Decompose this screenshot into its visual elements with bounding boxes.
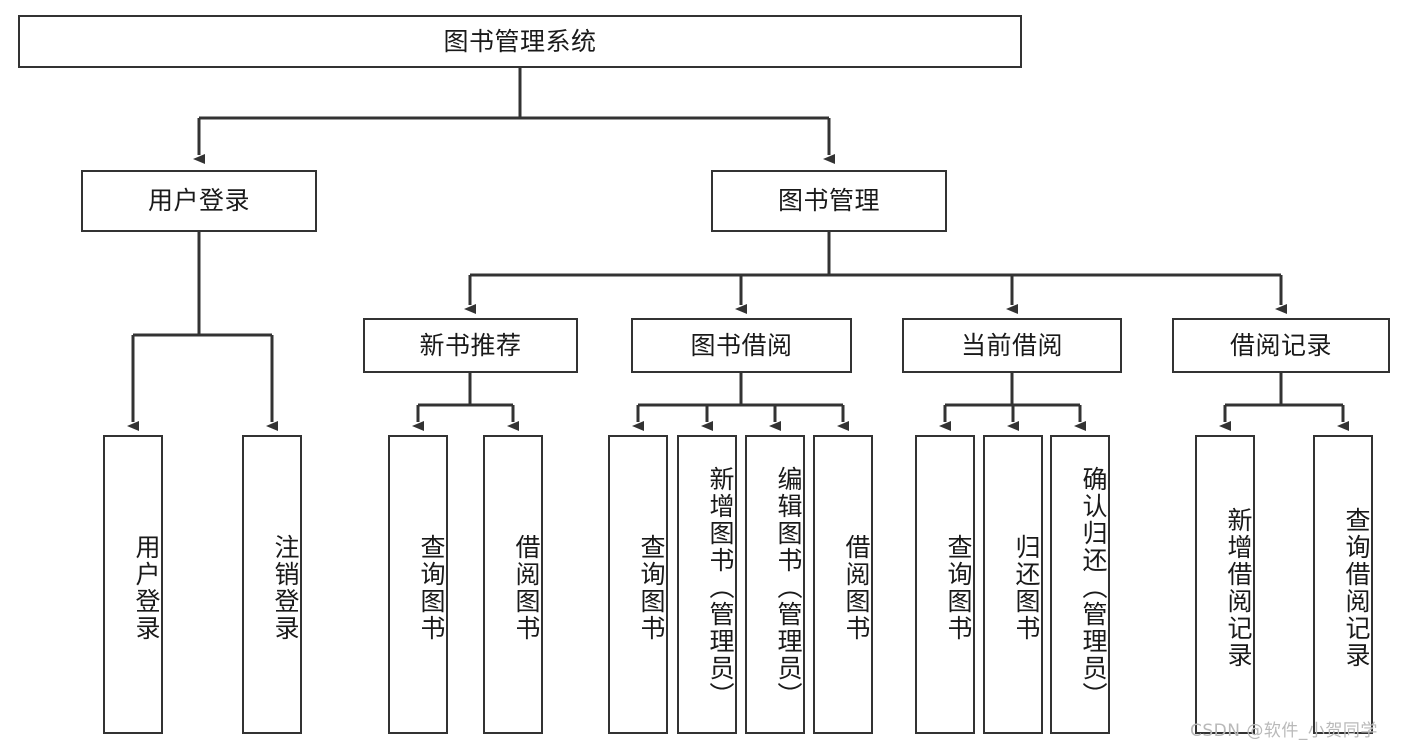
node-leaf-confirm-return[interactable]: 确认归还（管理员）: [1050, 435, 1110, 734]
node-leaf-add-book[interactable]: 新增图书（管理员）: [677, 435, 737, 734]
node-label: 新增借阅记录: [1224, 506, 1253, 669]
csdn-watermark: CSDN @软件_小贺同学: [1190, 721, 1378, 741]
node-label: 用户登录: [147, 186, 250, 216]
node-label: 确认归还（管理员）: [1079, 466, 1108, 709]
node-leaf-return-book[interactable]: 归还图书: [983, 435, 1043, 734]
node-label: 借阅图书: [512, 533, 541, 642]
node-leaf-query-book-rec[interactable]: 查询图书: [388, 435, 448, 734]
node-label: 查询图书: [417, 533, 446, 642]
node-leaf-query-book-cb[interactable]: 查询图书: [915, 435, 975, 734]
node-label: 用户登录: [132, 533, 161, 642]
node-leaf-query-record[interactable]: 查询借阅记录: [1313, 435, 1373, 734]
node-label: 新增图书（管理员）: [706, 466, 735, 709]
node-label: 借阅记录: [1229, 330, 1332, 360]
node-leaf-edit-book[interactable]: 编辑图书（管理员）: [745, 435, 805, 734]
node-leaf-borrow-book-rec[interactable]: 借阅图书: [483, 435, 543, 734]
node-label: 图书管理系统: [443, 26, 597, 56]
node-root[interactable]: 图书管理系统: [18, 15, 1022, 68]
node-label: 新书推荐: [419, 330, 522, 360]
node-label: 当前借阅: [960, 330, 1063, 360]
node-leaf-borrow-book-br[interactable]: 借阅图书: [813, 435, 873, 734]
node-leaf-user-login[interactable]: 用户登录: [103, 435, 163, 734]
node-leaf-user-logout[interactable]: 注销登录: [242, 435, 302, 734]
node-label: 图书管理: [777, 186, 880, 216]
node-borrow-record[interactable]: 借阅记录: [1172, 318, 1390, 373]
node-label: 借阅图书: [842, 533, 871, 642]
node-label: 注销登录: [271, 533, 300, 642]
node-label: 归还图书: [1012, 533, 1041, 642]
node-label: 编辑图书（管理员）: [774, 466, 803, 709]
node-current-borrow[interactable]: 当前借阅: [902, 318, 1122, 373]
node-user-login[interactable]: 用户登录: [81, 170, 317, 232]
node-book-borrow[interactable]: 图书借阅: [631, 318, 852, 373]
node-label: 查询借阅记录: [1342, 506, 1371, 669]
node-book-manage[interactable]: 图书管理: [711, 170, 947, 232]
node-label: 图书借阅: [690, 330, 793, 360]
node-leaf-add-record[interactable]: 新增借阅记录: [1195, 435, 1255, 734]
node-leaf-query-book-br[interactable]: 查询图书: [608, 435, 668, 734]
node-label: 查询图书: [637, 533, 666, 642]
node-new-book-recommend[interactable]: 新书推荐: [363, 318, 578, 373]
node-label: 查询图书: [944, 533, 973, 642]
